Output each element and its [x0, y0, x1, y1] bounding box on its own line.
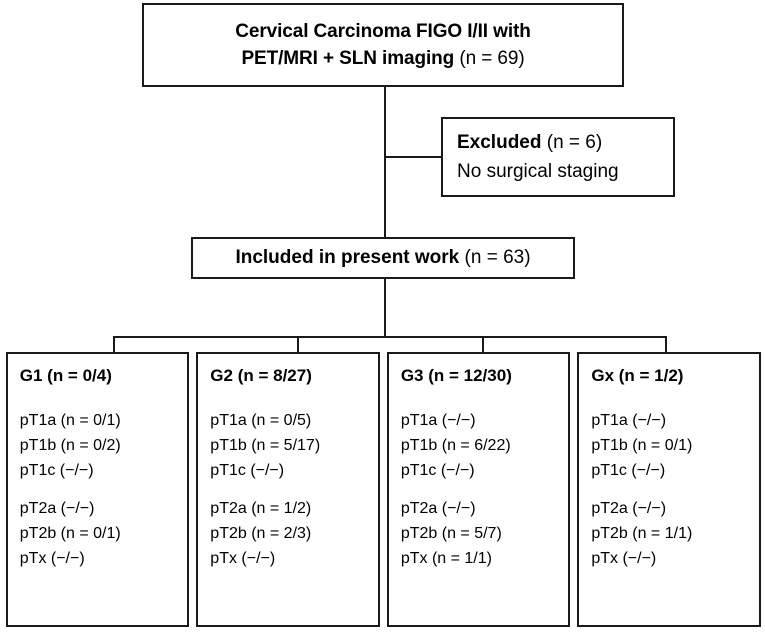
grade-g2-pt1b: pT1b (n = 5/17) — [210, 437, 321, 454]
grade-g1-ptx: pTx (−/−) — [19, 550, 85, 567]
connector-distribution-bus — [113, 336, 667, 338]
grade-g1-pt2b: pT2b (n = 0/1) — [19, 525, 121, 542]
connector-drop-g3 — [482, 336, 484, 352]
grade-g1-pt2a: pT2a (−/−) — [19, 500, 95, 517]
grade-g3-spacer — [401, 483, 568, 496]
node-grade-g3: G3 (n = 12/30) pT1a (−/−) pT1b (n = 6/22… — [386, 352, 571, 627]
excluded-label: Excluded — [457, 132, 542, 153]
connector-to-excluded — [384, 156, 442, 158]
grade-gx-pt2b: pT2b (n = 1/1) — [591, 525, 693, 542]
grade-g1-title: G1 (n = 0/4) — [19, 366, 112, 385]
cohort-total-line1: Cervical Carcinoma FIGO I/II with — [235, 21, 531, 42]
excluded-count: (n = 6) — [541, 132, 603, 153]
grade-g3-pt1b: pT1b (n = 6/22) — [400, 437, 511, 454]
grade-gx-title: Gx (n = 1/2) — [591, 366, 684, 385]
grade-gx-pt1b: pT1b (n = 0/1) — [591, 437, 693, 454]
grade-g3-pt2b: pT2b (n = 5/7) — [400, 525, 502, 542]
node-excluded: Excluded (n = 6) No surgical staging — [441, 117, 675, 197]
included-label: Included in present work — [235, 247, 460, 268]
included-count: (n = 63) — [459, 247, 531, 268]
grade-gx-pt1c: pT1c (−/−) — [591, 462, 666, 479]
grade-gx-pt2a: pT2a (−/−) — [591, 500, 667, 517]
cohort-total-line2-bold: PET/MRI + SLN imaging — [241, 48, 455, 69]
grade-gx-ptx: pTx (−/−) — [591, 550, 657, 567]
grade-g1-pt1c: pT1c (−/−) — [19, 462, 94, 479]
grade-g2-ptx: pTx (−/−) — [210, 550, 276, 567]
connector-drop-g2 — [297, 336, 299, 352]
node-cohort-total: Cervical Carcinoma FIGO I/II with PET/MR… — [142, 3, 624, 87]
grade-g3-pt1a: pT1a (−/−) — [400, 412, 476, 429]
cohort-total-line2: PET/MRI + SLN imaging (n = 69) — [241, 45, 524, 72]
grade-g2-pt2a: pT2a (n = 1/2) — [210, 500, 312, 517]
grade-g2-pt1c: pT1c (−/−) — [210, 462, 285, 479]
grade-gx-pt1a: pT1a (−/−) — [591, 412, 667, 429]
connector-included-to-bus — [384, 279, 386, 337]
node-grade-gx: Gx (n = 1/2) pT1a (−/−) pT1b (n = 0/1) p… — [577, 352, 761, 627]
grade-g2-pt2b: pT2b (n = 2/3) — [210, 525, 312, 542]
connector-top-to-included — [384, 87, 386, 237]
grade-g1-pt1a: pT1a (n = 0/1) — [19, 412, 121, 429]
excluded-line1: Excluded (n = 6) — [457, 128, 673, 157]
grade-g3-ptx: pTx (n = 1/1) — [400, 550, 492, 567]
grade-g1-pt1b: pT1b (n = 0/2) — [19, 437, 121, 454]
grade-g3-pt2a: pT2a (−/−) — [400, 500, 476, 517]
grade-gx-spacer — [591, 483, 758, 496]
grade-g2-pt1a: pT1a (n = 0/5) — [210, 412, 312, 429]
included-line: Included in present work (n = 63) — [235, 247, 530, 269]
grade-g3-pt1c: pT1c (−/−) — [400, 462, 475, 479]
connector-drop-g1 — [113, 336, 115, 352]
node-included: Included in present work (n = 63) — [191, 237, 575, 279]
grade-g2-spacer — [210, 483, 377, 496]
grade-g2-title: G2 (n = 8/27) — [210, 366, 312, 385]
connector-drop-gx — [665, 336, 667, 352]
grade-g1-spacer — [20, 483, 187, 496]
node-grade-g2: G2 (n = 8/27) pT1a (n = 0/5) pT1b (n = 5… — [196, 352, 380, 627]
cohort-total-line2-count: (n = 69) — [454, 48, 525, 69]
grade-g3-title: G3 (n = 12/30) — [400, 366, 512, 385]
node-grade-g1: G1 (n = 0/4) pT1a (n = 0/1) pT1b (n = 0/… — [5, 352, 190, 627]
excluded-reason: No surgical staging — [457, 161, 619, 182]
